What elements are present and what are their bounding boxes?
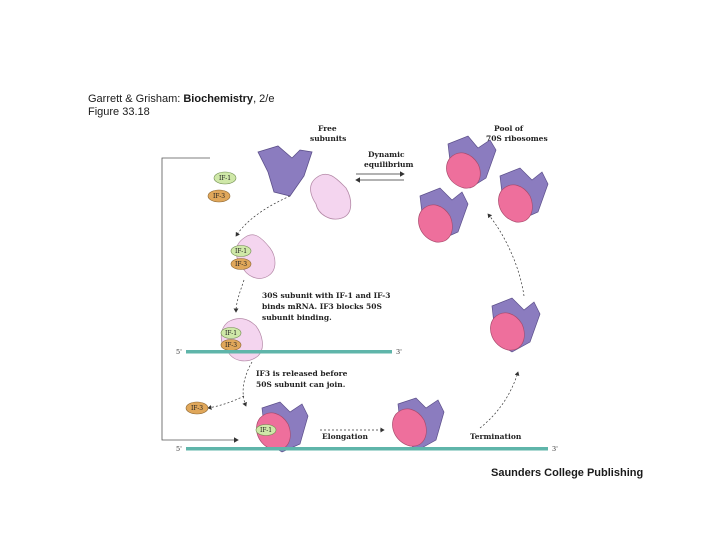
- recycling-bracket-line: [161, 157, 239, 443]
- arrow-to-mrna-binding: [233, 279, 245, 313]
- if1-factor-free-label: IF-1: [219, 175, 231, 182]
- pool-label-2: 70S ribosomes: [486, 134, 548, 143]
- ribosome-70s-pool-3: [418, 187, 469, 243]
- 70s-released-ribosome: [490, 297, 541, 353]
- if3-factor-free-label: IF-3: [213, 193, 225, 200]
- if3-factor-released: [185, 401, 209, 415]
- if1-factor-mrna-label: IF-1: [225, 330, 237, 337]
- figure-header: Garrett & Grisham: Biochemistry, 2/e Fig…: [88, 93, 274, 119]
- if1-factor-free: [213, 171, 237, 185]
- 30s-binds-mrna-text-2: binds mRNA. IF3 blocks 50S: [262, 302, 382, 311]
- mrna-strand-1: [186, 350, 392, 354]
- mrna-1-three-prime: 3': [396, 348, 402, 356]
- free-subunits-label-1: Free: [318, 124, 337, 133]
- header-line-2: Figure 33.18: [88, 106, 150, 118]
- if1-factor-complex-label: IF-1: [235, 248, 247, 255]
- termination-arrow: [479, 371, 520, 429]
- 30s-binds-mrna-text-3: subunit binding.: [262, 313, 332, 322]
- if3-released-text-2: 50S subunit can join.: [256, 380, 345, 389]
- free-50s-subunit: [257, 145, 313, 197]
- publisher-credit: Saunders College Publishing: [491, 467, 644, 479]
- return-to-pool-arrow: [487, 213, 525, 297]
- mrna-1-five-prime: 5': [176, 348, 182, 356]
- if1-factor-mrna: [220, 327, 242, 339]
- 70s-elongating-ribosome: [392, 397, 445, 451]
- if3-released-text-1: IF3 is released before: [256, 369, 348, 378]
- ribosome-70s-pool-1: [446, 135, 497, 189]
- termination-label: Termination: [470, 432, 522, 441]
- 30s-binds-mrna-text-1: 30S subunit with IF-1 and IF-3: [262, 291, 390, 300]
- header-line-1: Garrett & Grisham: Biochemistry, 2/e: [88, 93, 275, 105]
- mrna-2-three-prime: 3': [552, 445, 558, 453]
- if3-factor-mrna-label: IF-3: [225, 342, 237, 349]
- free-30s-subunit: [310, 173, 352, 220]
- if1-factor-70s: [255, 424, 277, 436]
- arrow-to-30s-if-complex: [235, 195, 291, 237]
- 70s-initiation-complex: IF-1: [255, 401, 309, 453]
- mrna-2-five-prime: 5': [176, 445, 182, 453]
- arrow-if3-release: [242, 361, 253, 407]
- arrow-if3-out: [207, 395, 245, 410]
- dynamic-equilibrium-label-1: Dynamic: [368, 150, 405, 159]
- if1-factor-70s-label: IF-1: [260, 427, 272, 434]
- dynamic-equilibrium-label-2: equilibrium: [364, 160, 414, 169]
- ribosome-70s-pool-2: [498, 167, 549, 223]
- pool-label-1: Pool of: [494, 124, 524, 133]
- if3-factor-complex: [230, 258, 252, 270]
- if1-factor-complex: [230, 245, 252, 257]
- elongation-label: Elongation: [322, 432, 368, 441]
- if3-factor-complex-label: IF-3: [235, 261, 247, 268]
- free-subunits-label-2: subunits: [310, 134, 346, 143]
- if3-factor-released-label: IF-3: [191, 405, 203, 412]
- if3-factor-free: [207, 189, 231, 203]
- mrna-strand-2: [186, 447, 548, 451]
